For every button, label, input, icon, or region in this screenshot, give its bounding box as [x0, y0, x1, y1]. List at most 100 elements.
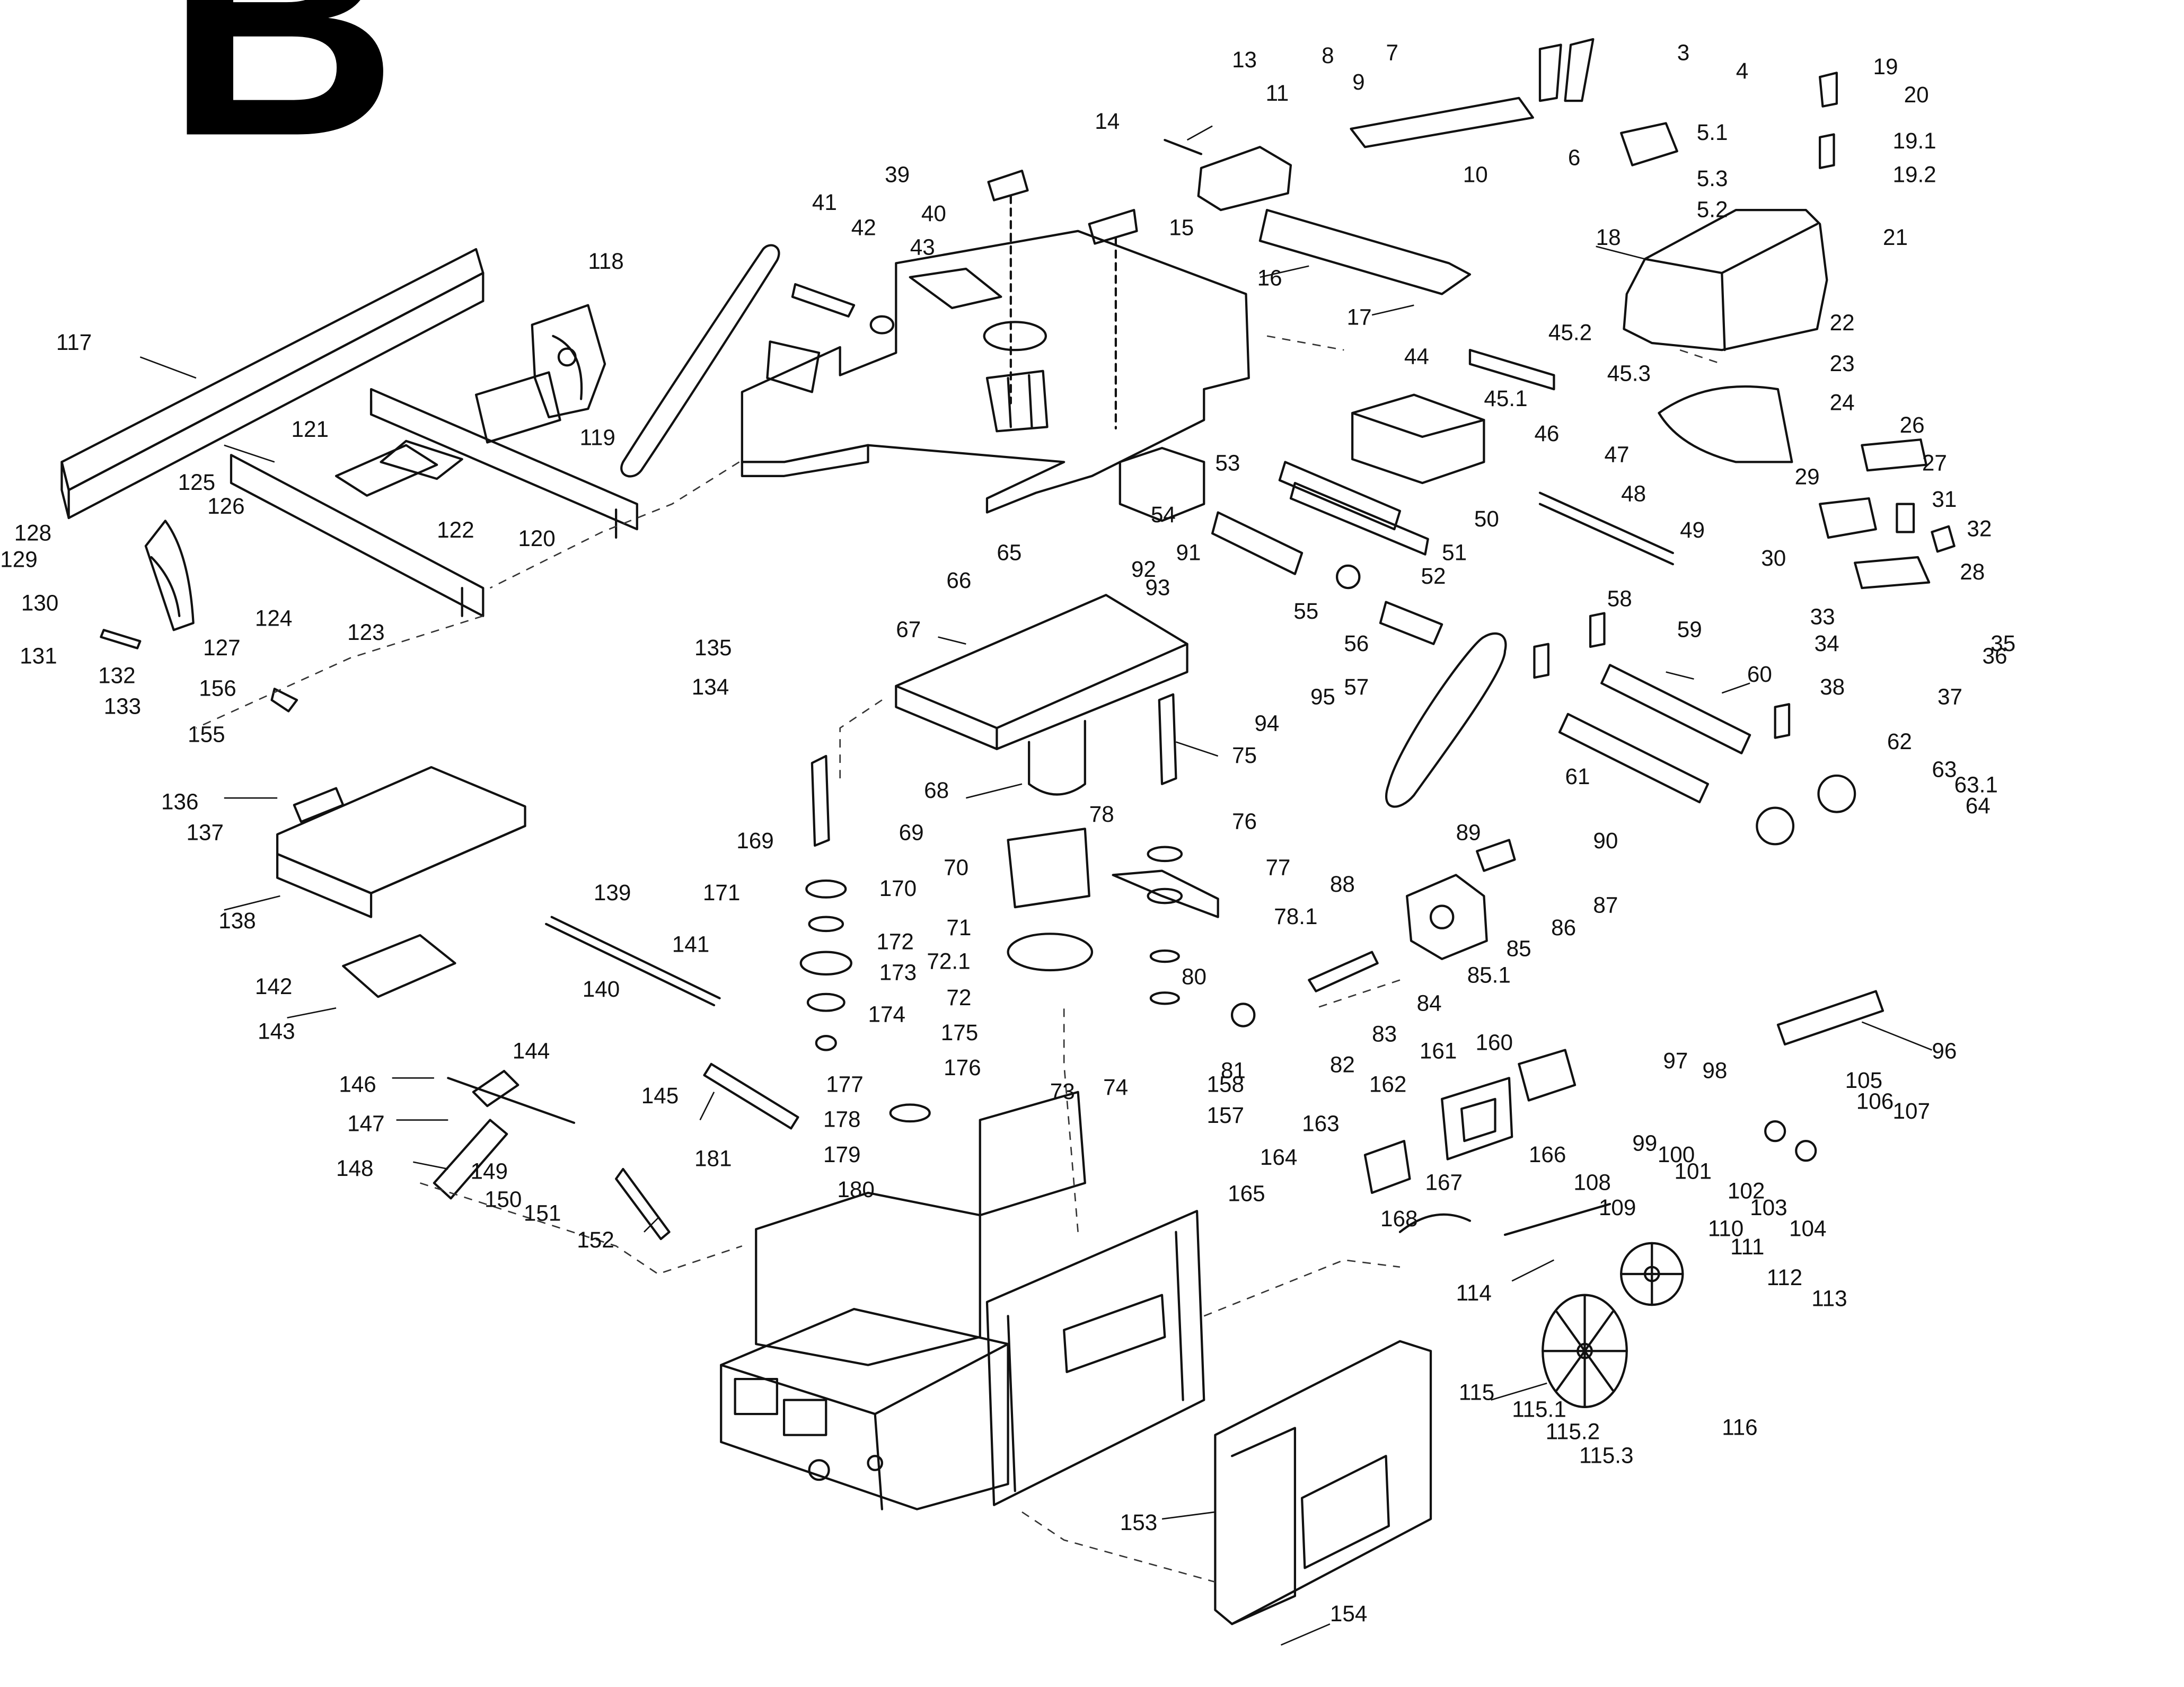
handwheel-large	[1542, 1294, 1628, 1408]
part-label-43: 43	[910, 235, 935, 260]
mortise-table	[895, 594, 1188, 796]
part-label-58: 58	[1607, 586, 1632, 611]
part-label-126: 126	[207, 494, 245, 519]
spring	[1819, 133, 1835, 169]
part-label-90: 90	[1593, 828, 1618, 853]
clamp-block	[1620, 122, 1678, 166]
spring	[1158, 693, 1177, 785]
part-label-96: 96	[1932, 1038, 1957, 1063]
part-label-47: 47	[1604, 442, 1629, 467]
shaft	[1308, 951, 1379, 992]
part-label-162: 162	[1369, 1072, 1407, 1097]
part-label-93: 93	[1145, 575, 1170, 600]
part-label-128: 128	[14, 520, 51, 545]
part-label-110: 110	[1708, 1216, 1743, 1241]
part-label-5-3: 5.3	[1697, 166, 1728, 191]
part-label-77: 77	[1265, 855, 1290, 880]
part-label-112: 112	[1767, 1265, 1802, 1290]
part-label-115: 115	[1459, 1380, 1494, 1405]
part-label-109: 109	[1599, 1195, 1636, 1220]
switch-cover	[1363, 1140, 1411, 1194]
part-label-115-2: 115.2	[1546, 1419, 1600, 1444]
part-label-122: 122	[437, 517, 474, 542]
part-label-180: 180	[837, 1177, 875, 1202]
gear-stack	[1147, 846, 1183, 1005]
part-label-133: 133	[104, 694, 142, 719]
chain	[703, 1062, 799, 1130]
part-label-68: 68	[924, 778, 949, 803]
part-label-163: 163	[1302, 1111, 1340, 1136]
part-label-19-1: 19.1	[1892, 128, 1936, 153]
part-label-54: 54	[1151, 502, 1176, 527]
part-label-141: 141	[672, 932, 710, 957]
part-label-26: 26	[1900, 412, 1925, 437]
part-label-63: 63	[1932, 757, 1957, 782]
part-label-137: 137	[186, 820, 224, 845]
leader-lines	[139, 125, 1932, 1646]
part-label-113: 113	[1811, 1286, 1847, 1311]
fence-rail	[60, 248, 485, 520]
part-label-5-2: 5.2	[1697, 197, 1728, 222]
part-label-94: 94	[1254, 710, 1279, 735]
part-label-73: 73	[1050, 1079, 1075, 1104]
gear-housing	[1406, 874, 1488, 960]
part-label-30: 30	[1761, 546, 1786, 570]
part-label-117: 117	[56, 330, 92, 355]
nut	[1764, 1120, 1786, 1143]
part-label-51: 51	[1442, 540, 1467, 565]
part-label-86: 86	[1551, 915, 1576, 940]
part-label-123: 123	[347, 620, 385, 645]
part-label-20: 20	[1904, 82, 1929, 107]
part-label-31: 31	[1932, 487, 1957, 512]
part-label-157: 157	[1207, 1103, 1245, 1128]
part-label-74: 74	[1103, 1075, 1128, 1100]
part-label-161: 161	[1420, 1038, 1457, 1063]
part-label-142: 142	[255, 974, 293, 999]
part-label-172: 172	[876, 929, 914, 954]
lock-handle	[100, 629, 142, 649]
part-label-18: 18	[1596, 225, 1621, 250]
part-label-36: 36	[1982, 644, 2007, 669]
part-label-108: 108	[1573, 1170, 1611, 1195]
bevel-gear	[1230, 1003, 1256, 1027]
part-label-13: 13	[1232, 47, 1257, 72]
part-label-37: 37	[1938, 684, 1962, 709]
adjust-shaft	[1538, 491, 1674, 555]
cabinet-frame	[755, 1091, 1205, 1506]
part-label-152: 152	[577, 1227, 614, 1252]
part-label-178: 178	[823, 1107, 860, 1132]
nut	[1795, 1140, 1817, 1162]
part-label-165: 165	[1228, 1181, 1265, 1206]
part-label-136: 136	[161, 789, 199, 814]
part-label-53: 53	[1215, 450, 1240, 475]
part-label-76: 76	[1232, 809, 1257, 833]
part-label-168: 168	[1380, 1206, 1418, 1231]
part-label-132: 132	[98, 663, 136, 688]
part-drawings	[60, 38, 1956, 1626]
part-label-39: 39	[885, 162, 910, 187]
jointer-bed-plate	[741, 230, 1250, 514]
part-label-80: 80	[1182, 964, 1207, 989]
part-label-32: 32	[1967, 516, 1992, 541]
part-label-23: 23	[1830, 351, 1855, 376]
part-label-148: 148	[336, 1156, 374, 1181]
part-label-60: 60	[1747, 662, 1772, 687]
part-label-8: 8	[1322, 43, 1334, 68]
lever-arm	[1819, 497, 1877, 539]
rear-rail	[369, 388, 638, 539]
part-label-44: 44	[1404, 344, 1429, 369]
part-label-87: 87	[1593, 893, 1618, 918]
part-label-85: 85	[1507, 936, 1531, 961]
table-latch	[293, 787, 345, 823]
part-label-46: 46	[1534, 421, 1559, 446]
part-label-70: 70	[944, 855, 968, 880]
part-label-38: 38	[1820, 674, 1845, 699]
handle-hub	[472, 1069, 519, 1108]
cutterhead-assembly	[1211, 461, 1443, 645]
part-label-63-1: 63.1	[1954, 772, 1998, 797]
handle-bolt	[447, 1077, 576, 1124]
handwheel-small	[1620, 1242, 1684, 1306]
guard-plate	[1258, 208, 1472, 295]
